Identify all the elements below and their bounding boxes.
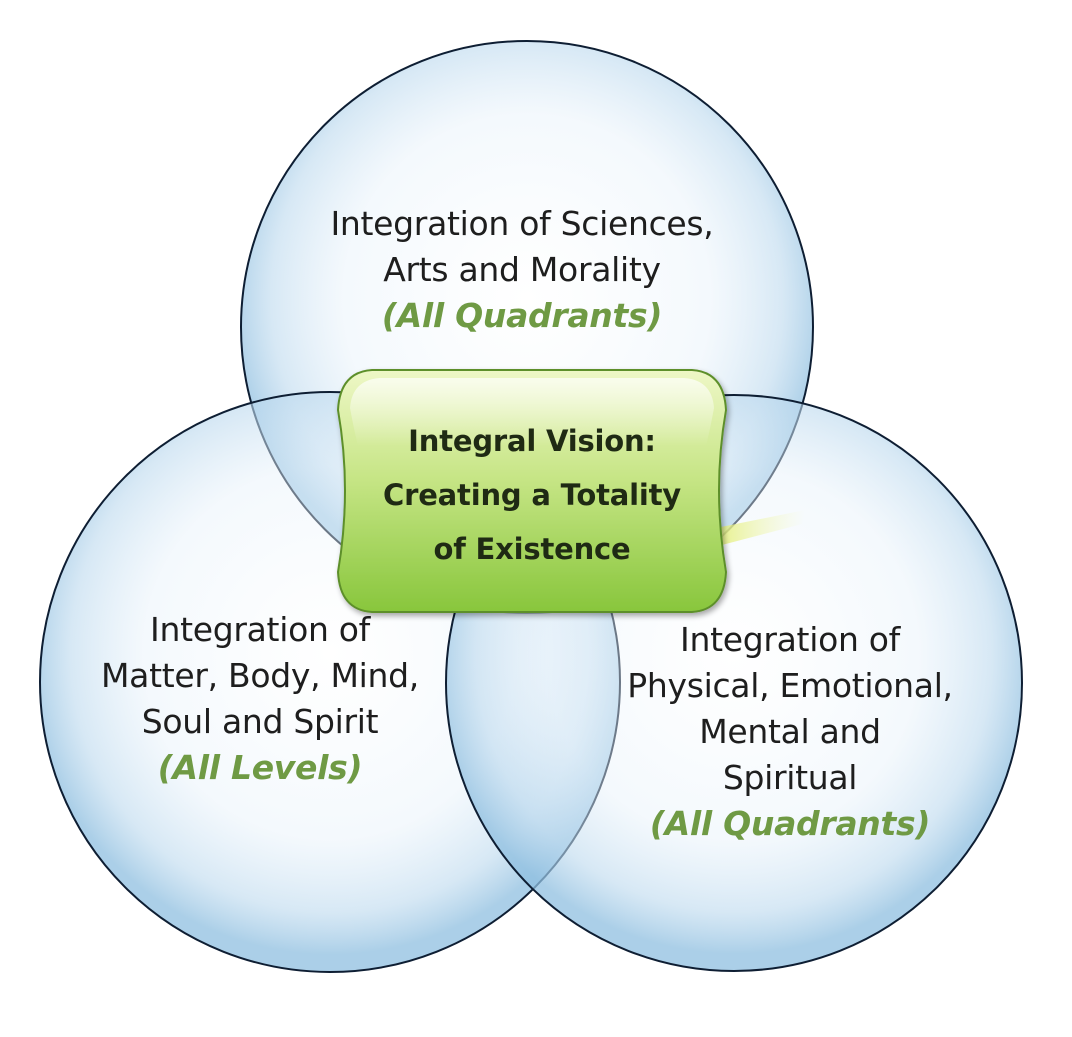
top-circle-line-2: Arts and Morality [383,250,661,289]
right-circle-line-3: Mental and [699,712,881,751]
light-beam-decoration [716,510,805,546]
top-circle-label: Integration of Sciences, Arts and Morali… [262,201,782,339]
center-line-1: Integral Vision: [408,424,656,458]
top-circle-tag: (All Quadrants) [381,296,663,335]
right-circle-line-1: Integration of [680,620,900,659]
left-circle-tag: (All Levels) [157,748,363,787]
right-circle-line-2: Physical, Emotional, [627,666,953,705]
center-line-2: Creating a Totality [383,478,681,512]
right-circle-label: Integration of Physical, Emotional, Ment… [560,617,1020,847]
left-circle-line-1: Integration of [150,610,370,649]
right-circle-line-4: Spiritual [722,758,858,797]
right-circle-tag: (All Quadrants) [649,804,931,843]
center-title: Integral Vision: Creating a Totality of … [345,414,719,576]
left-circle-line-3: Soul and Spirit [141,702,379,741]
center-line-3: of Existence [433,532,631,566]
top-circle-line-1: Integration of Sciences, [330,204,714,243]
center-box [336,369,728,613]
left-circle-label: Integration of Matter, Body, Mind, Soul … [50,607,470,791]
left-circle-line-2: Matter, Body, Mind, [101,656,419,695]
